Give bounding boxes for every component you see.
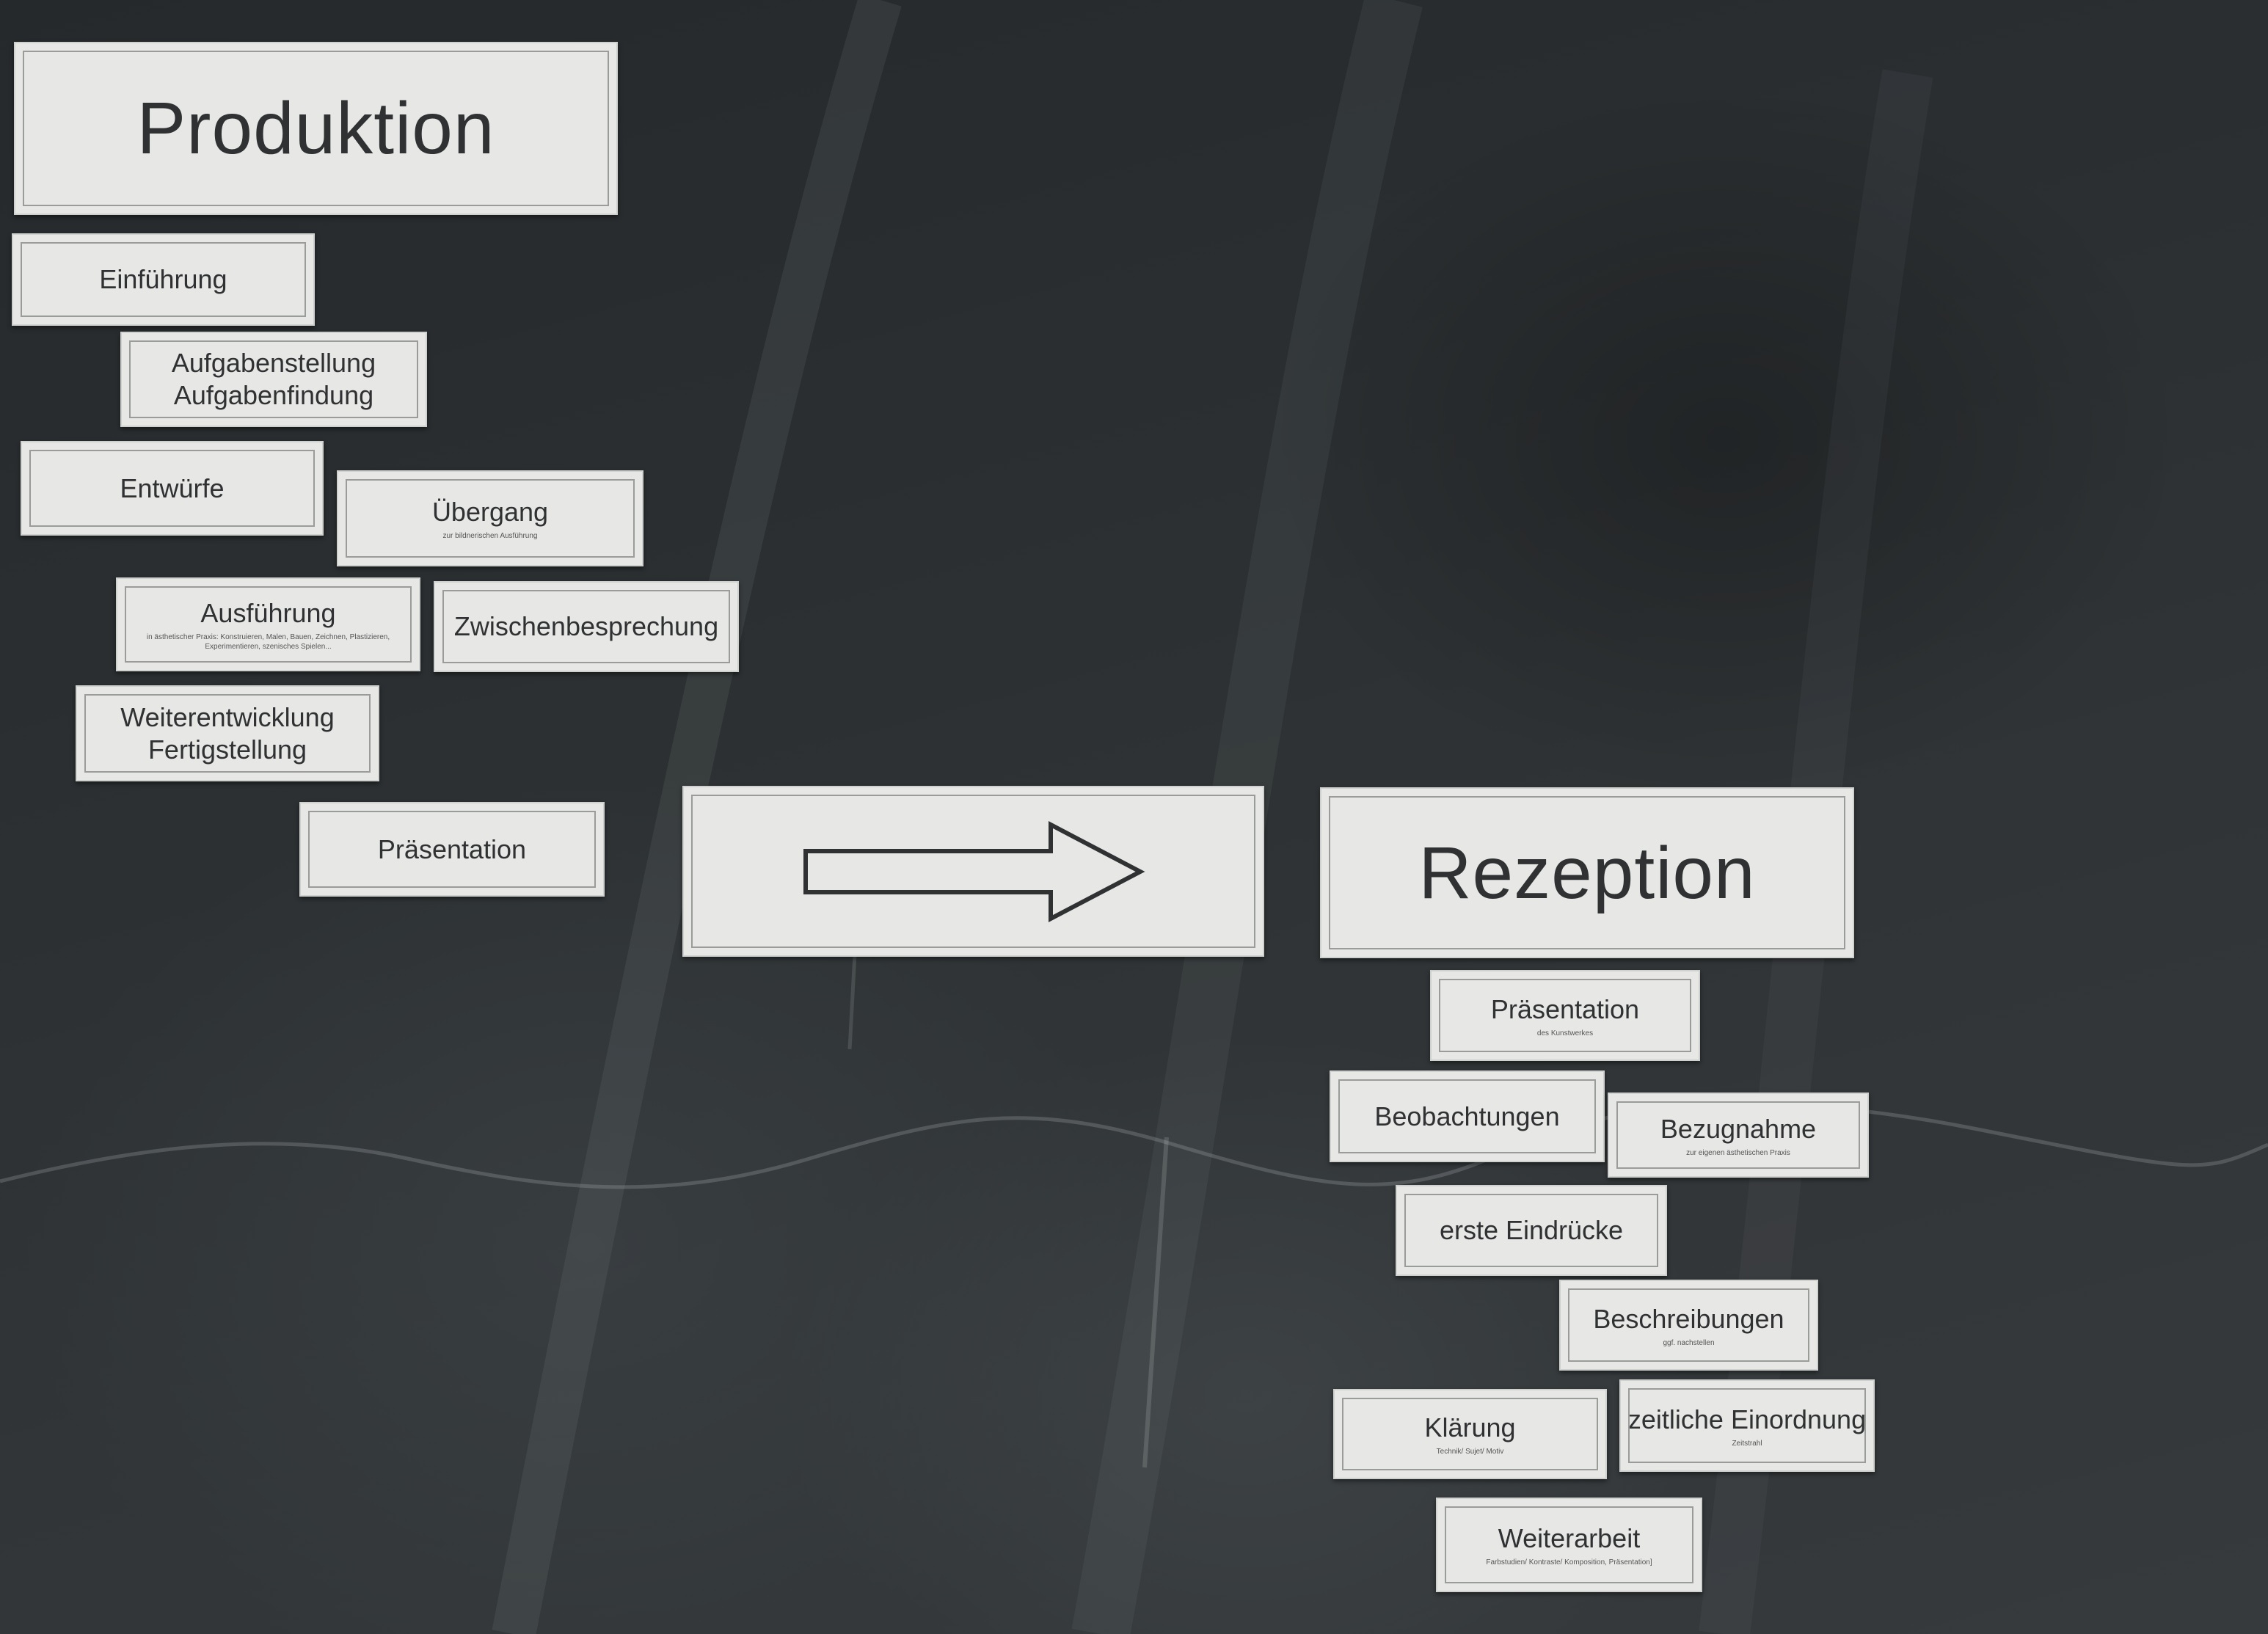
fertigstellung-line: Fertigstellung <box>147 734 307 765</box>
right-arrow-icon <box>803 820 1145 922</box>
chalk-streak <box>1142 1137 1169 1468</box>
beobachtungen-title: Beobachtungen <box>1374 1101 1560 1131</box>
klaerung-title: Klärung <box>1424 1412 1516 1442</box>
chalk-streak <box>847 953 857 1050</box>
rezeption-heading: Rezeption <box>1418 831 1756 914</box>
beschreibungen-card: Beschreibungen ggf. nachstellen <box>1559 1280 1818 1371</box>
praesentation-reception-subtitle: des Kunstwerkes <box>1536 1029 1594 1037</box>
aufgabenfindung-line: Aufgabenfindung <box>173 380 374 410</box>
erste-eindruecke-card: erste Eindrücke <box>1396 1185 1667 1276</box>
weiterentwicklung-card: Weiterentwicklung Fertigstellung <box>76 685 379 781</box>
klaerung-subtitle: Technik/ Sujet/ Motiv <box>1436 1448 1504 1456</box>
praesentation-reception-card: Präsentation des Kunstwerkes <box>1430 970 1700 1061</box>
zeitliche-einordnung-card: zeitliche Einordnung Zeitstrahl <box>1619 1379 1875 1472</box>
entwuerfe-title: Entwürfe <box>120 473 225 503</box>
ausfuehrung-card: Ausführung in ästhetischer Praxis: Konst… <box>116 577 420 671</box>
entwuerfe-card: Entwürfe <box>21 441 324 536</box>
zeitliche-einordnung-subtitle: Zeitstrahl <box>1732 1439 1762 1448</box>
wipe-stroke <box>1071 0 1423 1634</box>
zwischenbesprechung-card: Zwischenbesprechung <box>434 581 739 672</box>
weiterarbeit-subtitle: Farbstudien/ Kontraste/ Komposition, Prä… <box>1486 1558 1652 1566</box>
klaerung-card: Klärung Technik/ Sujet/ Motiv <box>1333 1389 1607 1479</box>
bezugnahme-title: Bezugnahme <box>1660 1113 1817 1144</box>
rezeption-heading-card: Rezeption <box>1320 787 1854 958</box>
erste-eindruecke-title: erste Eindrücke <box>1439 1215 1624 1245</box>
zeitliche-einordnung-title: zeitliche Einordnung <box>1627 1404 1867 1434</box>
weiterarbeit-card: Weiterarbeit Farbstudien/ Kontraste/ Kom… <box>1436 1498 1702 1592</box>
uebergang-subtitle: zur bildnerischen Ausführung <box>442 532 538 540</box>
bezugnahme-subtitle: zur eigenen ästhetischen Praxis <box>1686 1148 1790 1157</box>
chalk-wave-line <box>0 1102 2268 1189</box>
einfuehrung-title: Einführung <box>99 264 227 294</box>
praesentation-reception-title: Präsentation <box>1490 993 1640 1024</box>
ausfuehrung-title: Ausführung <box>200 598 336 628</box>
praesentation-production-card: Präsentation <box>299 802 605 897</box>
beschreibungen-title: Beschreibungen <box>1593 1303 1784 1334</box>
bezugnahme-card: Bezugnahme zur eigenen ästhetischen Prax… <box>1608 1093 1869 1178</box>
beobachtungen-card: Beobachtungen <box>1330 1071 1605 1162</box>
aufgaben-card: Aufgabenstellung Aufgabenfindung <box>120 332 427 427</box>
produktion-heading: Produktion <box>136 87 495 169</box>
produktion-heading-card: Produktion <box>14 42 618 215</box>
praesentation-production-title: Präsentation <box>377 834 527 864</box>
weiterentwicklung-line: Weiterentwicklung <box>120 701 335 732</box>
weiterarbeit-title: Weiterarbeit <box>1498 1523 1641 1553</box>
uebergang-card: Übergang zur bildnerischen Ausführung <box>337 470 643 566</box>
uebergang-title: Übergang <box>431 497 549 527</box>
ausfuehrung-subtitle: in ästhetischer Praxis: Konstruieren, Ma… <box>146 633 390 651</box>
aufgabenstellung-line: Aufgabenstellung <box>171 348 376 378</box>
arrow-card <box>682 786 1264 957</box>
zwischenbesprechung-title: Zwischenbesprechung <box>453 611 719 641</box>
einfuehrung-card: Einführung <box>12 233 315 326</box>
beschreibungen-subtitle: ggf. nachstellen <box>1663 1338 1715 1347</box>
